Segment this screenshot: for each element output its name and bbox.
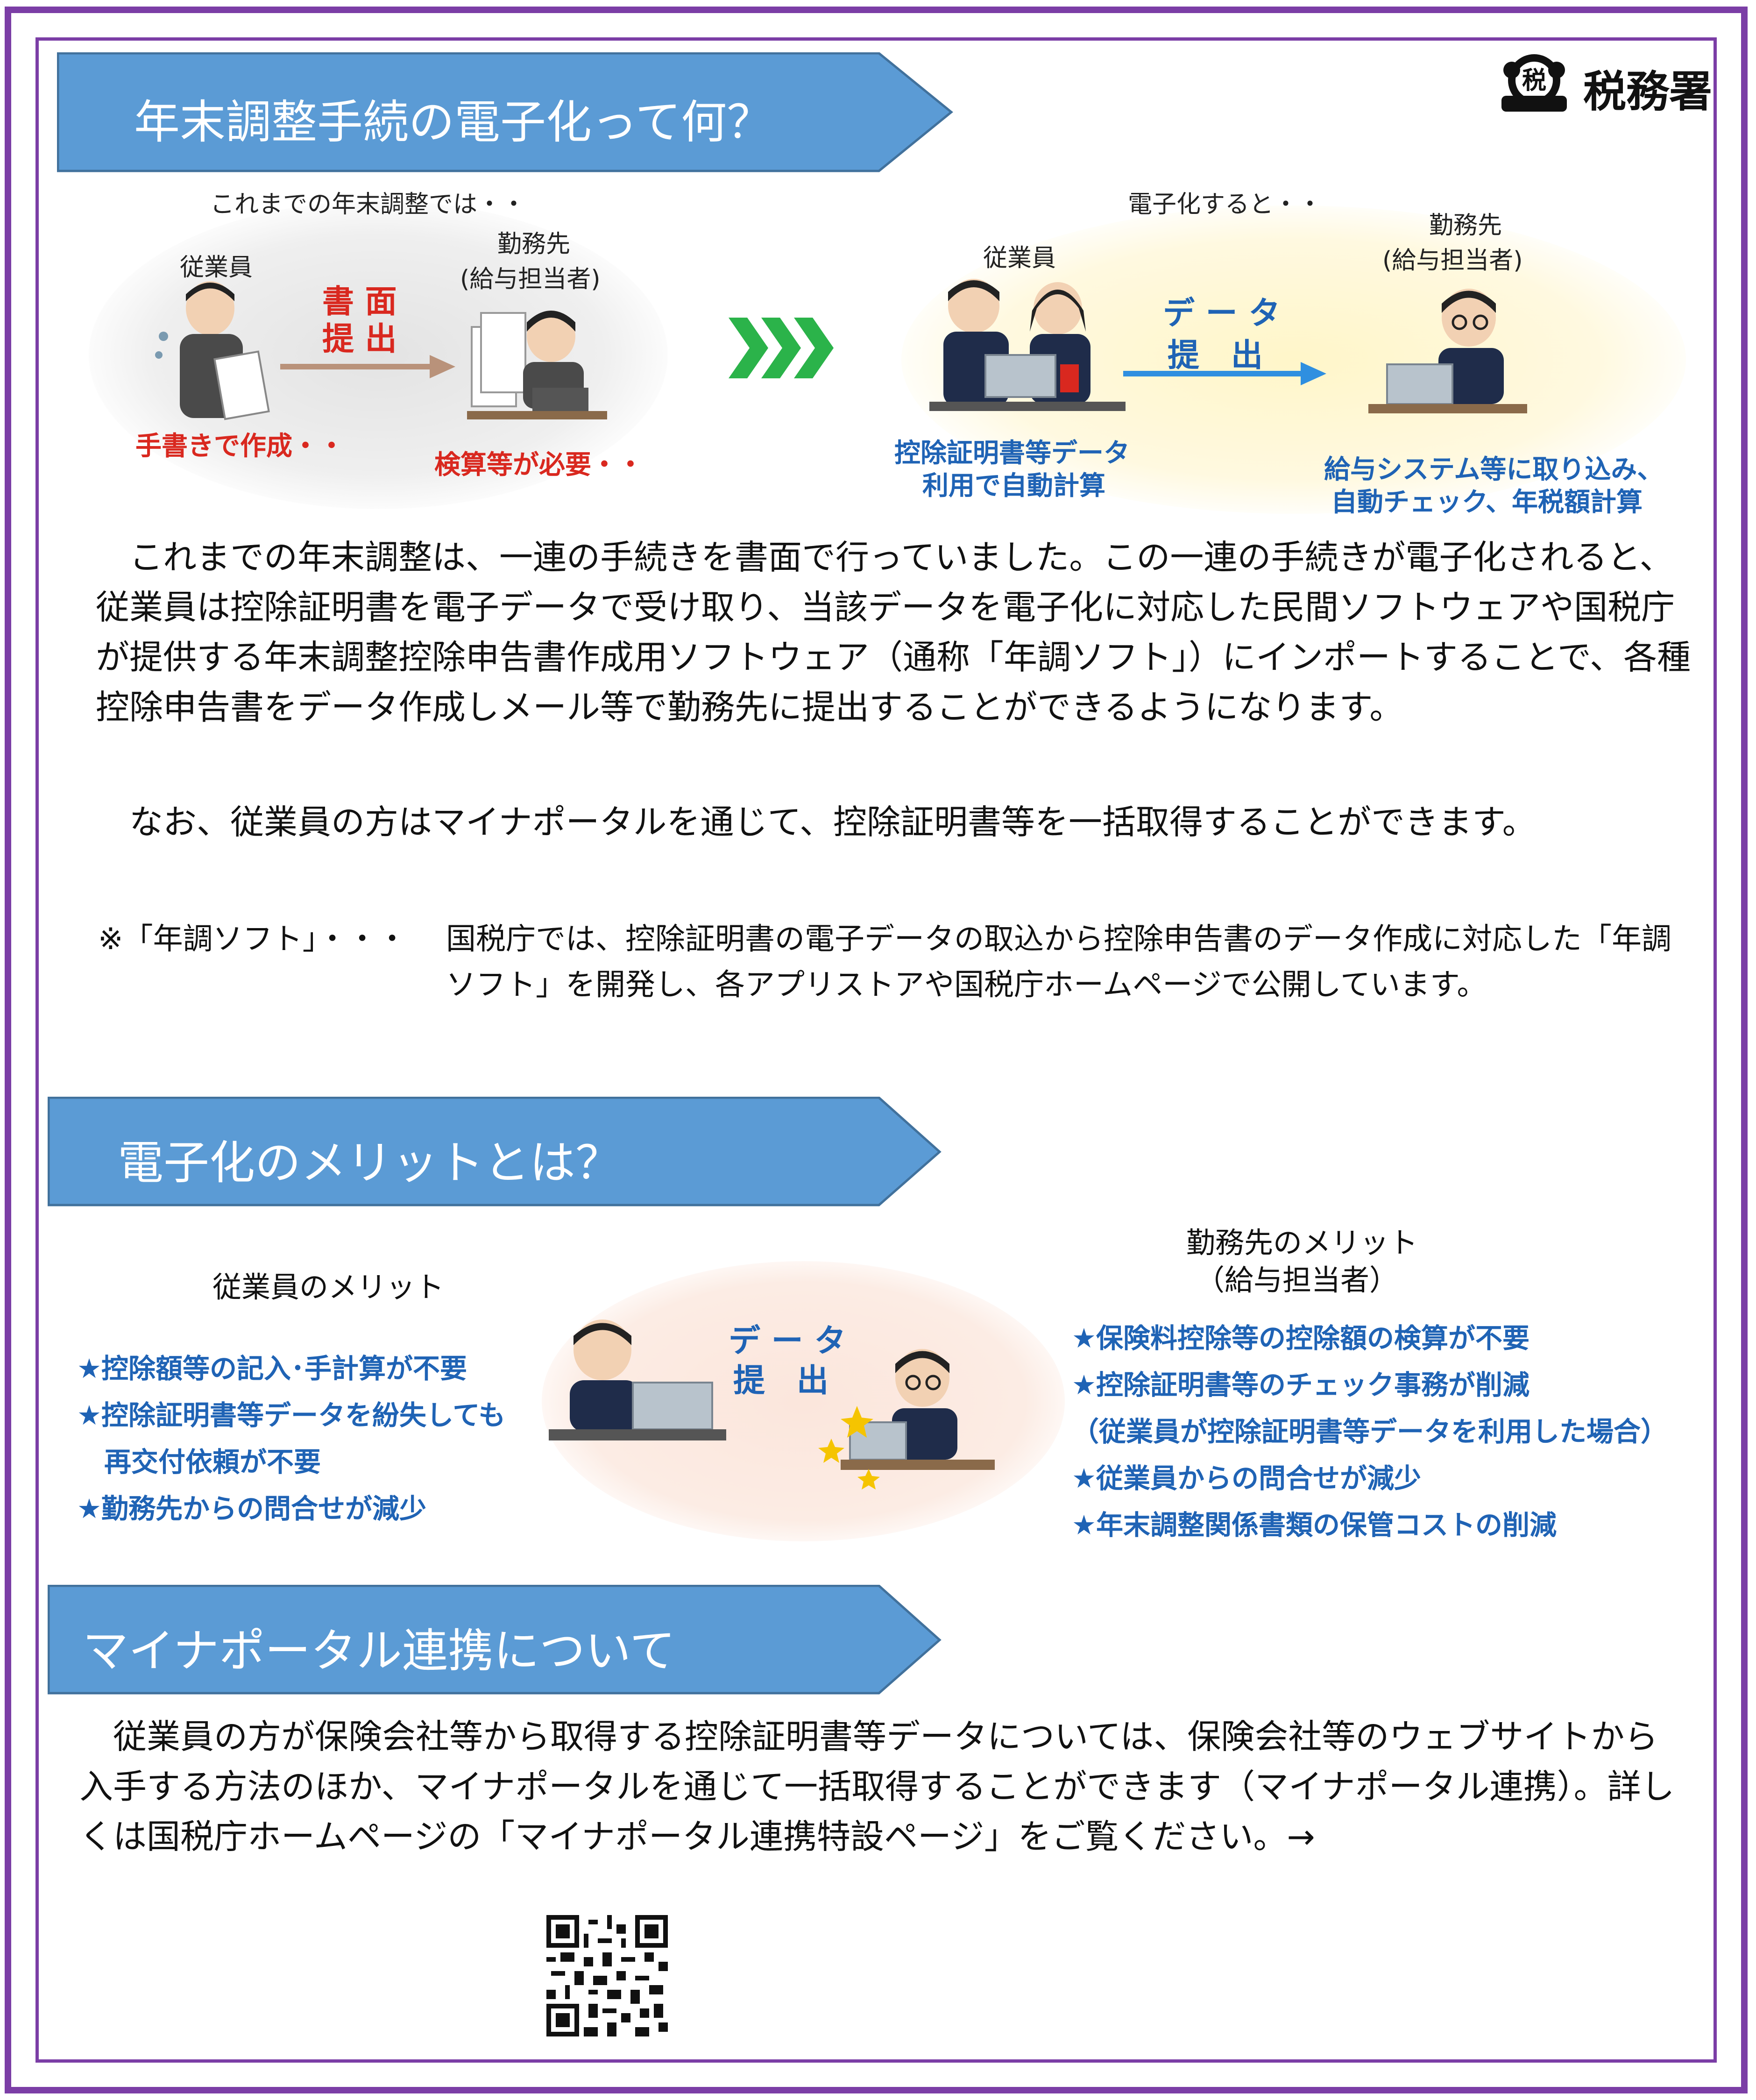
logo-text: 税務署 <box>1583 67 1713 117</box>
merit-center-label-1: デ ー タ <box>729 1323 846 1360</box>
qr-code-icon[interactable] <box>546 1915 668 2036</box>
after-submit-line2: 提 出 <box>1168 337 1263 374</box>
employee-merit-item: ★控除額等の記入･手計算が不要 <box>77 1353 467 1384</box>
tax-office-logo-icon: 税 <box>1501 54 1567 112</box>
after-note-right-line1: 給与システム等に取り込み、 <box>1324 454 1664 485</box>
after-employee-label: 従業員 <box>983 244 1056 272</box>
before-submit-line1: 書 面 <box>322 284 397 320</box>
before-note-left: 手書きで作成・・ <box>135 431 345 461</box>
employer-illustration <box>818 1349 995 1490</box>
employer-merit-item: ★従業員からの問合せが減少 <box>1072 1462 1421 1494</box>
section3-paragraph: 従業員の方が保険会社等から取得する控除証明書等データについては、保険会社等のウェ… <box>79 1717 1675 1856</box>
employer-laptop-illustration <box>1368 289 1527 413</box>
banner-arrow-shape <box>48 1585 942 1695</box>
employees-laptop-illustration <box>929 279 1126 411</box>
employee-writing-illustration <box>155 281 270 420</box>
employer-merit-item: ★年末調整関係書類の保管コストの削減 <box>1072 1509 1557 1541</box>
before-caption: これまでの年末調整では・・ <box>210 191 526 219</box>
before-employer-label-2: (給与担当者) <box>460 265 601 293</box>
employer-merit-item: （従業員が控除証明書等データを利用した場合） <box>1072 1416 1668 1447</box>
section2-title: 電子化のメリットとは？ <box>118 1136 622 1190</box>
before-employer-label-1: 勤務先 <box>497 230 571 258</box>
after-submit-line1: デ ー タ <box>1163 295 1281 332</box>
employer-merit-heading-1: 勤務先のメリット <box>1186 1226 1418 1260</box>
employer-busy-illustration <box>467 311 607 419</box>
employer-merit-item: ★保険料控除等の控除額の検算が不要 <box>1072 1322 1529 1354</box>
employee-merit-item: ★控除証明書等データを紛失しても <box>77 1399 506 1431</box>
employer-merit-list: ★保険料控除等の控除額の検算が不要 ★控除証明書等のチェック事務が削減 （従業員… <box>1072 1315 1668 1548</box>
chevron-arrows-icon <box>729 318 834 378</box>
arrow-right-icon <box>1123 362 1326 385</box>
page-frame <box>5 7 1748 2093</box>
employer-merit-heading-2: （給与担当者） <box>1196 1263 1399 1297</box>
note-label: ※「年調ソフト」・・・ <box>98 922 407 957</box>
after-employer-label-1: 勤務先 <box>1429 212 1502 240</box>
section3-title: マイナポータル連携について <box>83 1625 676 1678</box>
employee-merit-item: ★勤務先からの問合せが減少 <box>77 1493 426 1525</box>
after-note-right-line2: 自動チェック、年税額計算 <box>1331 487 1643 518</box>
page-frame-inner <box>35 37 1717 2063</box>
section1-paragraph-2: なお、従業員の方はマイナポータルを通じて、控除証明書等を一括取得することができま… <box>96 802 1536 842</box>
after-note-left-line1: 控除証明書等データ <box>894 438 1130 468</box>
before-note-right: 検算等が必要・・ <box>434 450 644 480</box>
section1-title: 年末調整手続の電子化って何？ <box>134 96 773 149</box>
employer-merit-item: ★控除証明書等のチェック事務が削減 <box>1072 1369 1529 1401</box>
after-caption: 電子化すると・・ <box>1128 191 1323 219</box>
employee-merit-list: ★控除額等の記入･手計算が不要 ★控除証明書等データを紛失しても 再交付依頼が不… <box>77 1345 505 1532</box>
after-employer-label-2: (給与担当者) <box>1382 247 1523 275</box>
merit-center-label-2: 提 出 <box>733 1362 829 1399</box>
before-submit-line2: 提 出 <box>322 321 397 358</box>
employee-merit-heading: 従業員のメリット <box>212 1270 445 1304</box>
tax-office-logo: 税 税務署 <box>1492 51 1712 117</box>
section1-paragraph-1: これまでの年末調整は、一連の手続きを書面で行っていました。この一連の手続きが電子… <box>96 538 1691 727</box>
employee-illustration <box>549 1320 726 1440</box>
employee-merit-item: 再交付依頼が不要 <box>77 1446 321 1478</box>
banner-arrow-shape <box>57 52 953 172</box>
arrow-right-icon <box>280 355 455 378</box>
banner-arrow-shape <box>48 1097 942 1206</box>
before-employee-label: 従業員 <box>180 254 253 282</box>
logo-mark: 税 <box>1522 67 1546 95</box>
after-note-left-line2: 利用で自動計算 <box>922 471 1105 501</box>
note-body: 国税庁では、控除証明書の電子データの取込から控除申告書のデータ作成に対応した「年… <box>446 922 1671 1002</box>
